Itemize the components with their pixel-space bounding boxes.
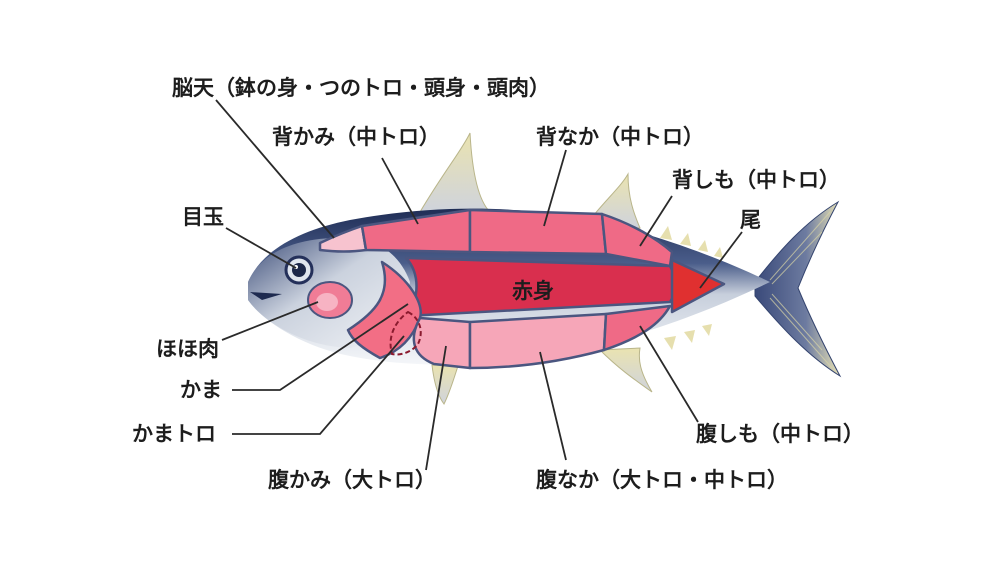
leader-sekami <box>381 157 419 225</box>
label-harashimo: 腹しも（中トロ） <box>696 422 864 446</box>
leader-senaka <box>543 149 567 227</box>
cut-harashimo <box>602 304 672 352</box>
label-haranaka: 腹なか（大トロ・中トロ） <box>536 468 788 492</box>
dorsal-finlets <box>660 226 723 258</box>
leader-medama <box>225 227 297 269</box>
label-hohoniku: ほほ肉 <box>156 337 219 361</box>
label-senaka: 背なか（中トロ） <box>536 125 704 149</box>
label-kamatoro: かまトロ <box>132 422 216 446</box>
label-noten: 脳天（鉢の身・つのトロ・頭身・頭肉） <box>172 76 550 100</box>
leader-seshimo <box>639 195 673 247</box>
leader-harashimo <box>639 325 699 423</box>
pupil <box>292 263 306 277</box>
cut-senaka <box>468 208 608 256</box>
leader-haranaka <box>539 351 567 461</box>
dorsal-fin <box>419 132 492 213</box>
tail-fin-rays <box>769 211 833 369</box>
label-kama: かま <box>180 378 222 402</box>
leader-noten <box>215 99 335 239</box>
label-seshimo: 背しも（中トロ） <box>672 168 840 192</box>
label-harakami: 腹かみ（大トロ） <box>268 468 436 492</box>
leader-hohoniku <box>221 301 319 341</box>
leader-kamatoro <box>232 335 405 435</box>
leader-harakami <box>425 345 447 471</box>
label-o: 尾 <box>740 208 761 232</box>
cheek-highlight <box>316 293 338 311</box>
cut-kamatoro-outline <box>389 310 422 356</box>
meat-cuts <box>318 208 726 370</box>
label-medama: 目玉 <box>182 205 224 229</box>
cut-o <box>670 258 726 314</box>
cut-seshimo <box>600 212 674 268</box>
pelvic-fin <box>431 364 459 405</box>
anal-fin <box>598 347 653 393</box>
cut-haranaka <box>468 312 608 370</box>
cut-harakami <box>412 316 472 370</box>
label-sekami: 背かみ（中トロ） <box>272 125 440 149</box>
tail-fin <box>754 200 842 378</box>
ventral-finlets <box>664 324 712 350</box>
mouth <box>250 292 282 300</box>
leader-lines <box>215 99 743 471</box>
cut-kama <box>346 260 422 360</box>
leader-o <box>699 231 743 289</box>
label-akami: 赤身 <box>512 279 554 303</box>
leader-kama <box>232 303 409 391</box>
